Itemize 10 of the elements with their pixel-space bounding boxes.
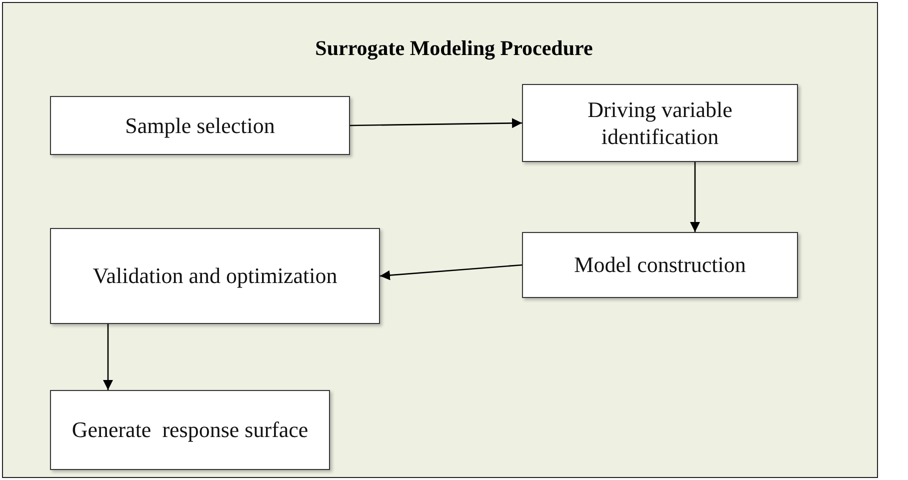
arrow bbox=[350, 118, 522, 128]
process-box: Driving variable identification bbox=[522, 84, 798, 162]
arrow bbox=[380, 264, 522, 280]
process-box: Generate response surface bbox=[50, 390, 330, 470]
arrow bbox=[103, 324, 113, 390]
diagram-title: Surrogate Modeling Procedure bbox=[314, 36, 594, 61]
process-box: Model construction bbox=[522, 232, 798, 298]
process-box: Validation and optimization bbox=[50, 228, 380, 324]
arrow bbox=[690, 162, 700, 232]
process-box: Sample selection bbox=[50, 96, 350, 155]
